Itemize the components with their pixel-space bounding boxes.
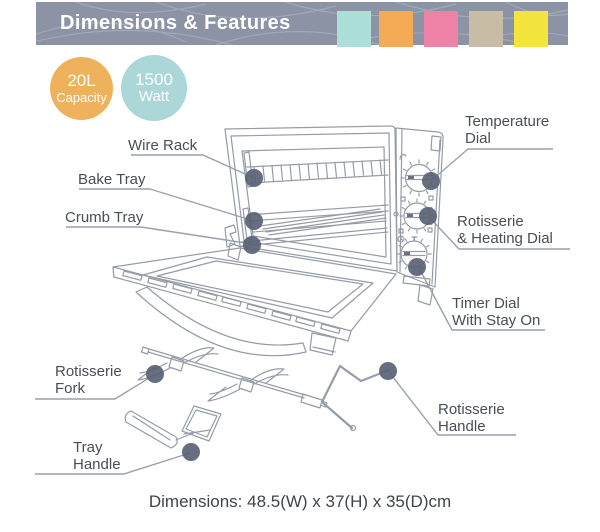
callout-temperature-dial-line1: Temperature [465,113,550,130]
callout-crumb-tray-text: Crumb Tray [65,209,144,226]
callout-timer-dial-line2: With Stay On [452,312,541,329]
marker-crumb-tray [243,236,261,254]
marker-bake-tray [245,212,263,230]
callout-rotisserie-heating-line1: Rotisserie [457,213,524,230]
color-square-yellow [514,11,548,47]
wattage-label: Watt [138,88,170,106]
callout-bake-tray: Bake Tray [78,171,146,188]
capacity-value: 20L [67,71,96,91]
callout-rotisserie-heating-line2: & Heating Dial [457,230,553,247]
callout-wire-rack: Wire Rack [128,137,197,154]
callout-rotisserie-handle-line2: Handle [438,418,486,435]
wattage-value: 1500 [135,69,173,89]
callout-rotisserie-handle-line1: Rotisserie [438,401,505,418]
callout-timer-dial: Timer Dial With Stay On [452,295,540,329]
callout-crumb-tray: Crumb Tray [65,209,143,226]
capacity-label: Capacity [56,89,107,105]
dimensions-text: Dimensions: 48.5(W) x 37(H) x 35(D)cm [148,492,452,511]
page-title: Dimensions & Features [60,12,291,34]
callout-rotisserie-handle: Rotisserie Handle [438,401,505,435]
marker-wire-rack [245,169,263,187]
color-square-orange [379,11,413,47]
callout-rotisserie-fork-line1: Rotisserie [55,363,122,380]
header-band: Dimensions & Features [36,2,568,47]
callout-timer-dial-line1: Timer Dial [452,295,520,312]
leader-lines [35,148,570,475]
marker-rotisserie-heating-dial [419,207,437,225]
capacity-badge: 20L Capacity [50,57,113,120]
callout-tray-handle-line1: Tray [73,439,103,456]
color-square-tan [469,11,503,47]
callout-rotisserie-fork: Rotisserie Fork [55,363,122,397]
callout-temperature-dial: Temperature Dial [465,113,549,147]
callout-tray-handle: Tray Handle [73,439,121,473]
callout-bake-tray-text: Bake Tray [78,171,146,188]
marker-temperature-dial [422,172,440,190]
color-square-teal [337,11,371,47]
color-square-pink [424,11,458,47]
marker-tray-handle [182,443,200,461]
oven-body [112,125,444,357]
callout-rotisserie-fork-line2: Fork [55,380,85,397]
callout-wire-rack-text: Wire Rack [128,137,198,154]
marker-timer-dial [408,258,426,276]
marker-rotisserie-handle [379,362,397,380]
feature-markers [146,169,440,461]
accessories [124,346,391,449]
wattage-badge: 1500 Watt [121,55,187,121]
callout-tray-handle-line2: Handle [73,456,121,473]
marker-rotisserie-fork [146,365,164,383]
callout-rotisserie-heating-dial: Rotisserie & Heating Dial [457,213,553,247]
callout-temperature-dial-line2: Dial [465,130,491,147]
